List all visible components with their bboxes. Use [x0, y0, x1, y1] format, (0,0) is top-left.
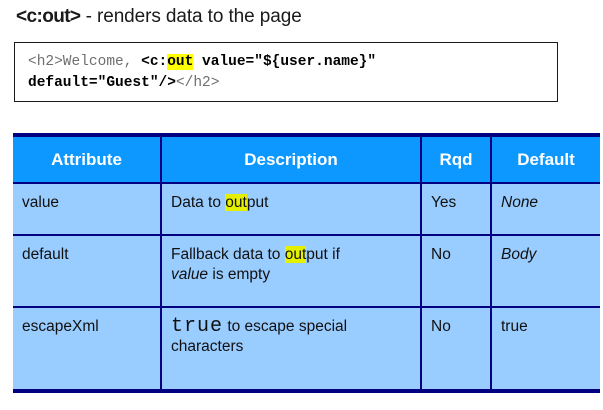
attribute-table: Attribute Description Rqd Default value …	[13, 137, 600, 389]
table-header-row: Attribute Description Rqd Default	[13, 137, 600, 184]
cell-attribute-default: default	[13, 235, 162, 308]
desc-line2-rest: is empty	[208, 266, 271, 283]
code-out-highlight: out	[167, 54, 194, 70]
table-row: value Data to output Yes None	[13, 183, 600, 236]
desc-pre: Fallback data to	[171, 246, 285, 263]
desc-out-highlight: out	[225, 194, 247, 211]
cell-description-default: Fallback data to output if value is empty	[161, 235, 422, 308]
cell-attribute-escapexml: escapeXml	[13, 307, 162, 389]
code-example-box: <h2>Welcome, <c:out value="${user.name}"…	[14, 42, 558, 102]
desc-line2-italic: value	[171, 266, 209, 283]
column-header-default: Default	[491, 137, 600, 184]
column-header-rqd: Rqd	[421, 137, 492, 184]
table-row: default Fallback data to output if value …	[13, 235, 600, 308]
cell-default-value: None	[491, 183, 600, 236]
default-text: Body	[501, 246, 537, 263]
desc-out-highlight: out	[284, 246, 307, 263]
page-title-description: - renders data to the page	[80, 6, 302, 27]
cell-rqd-escapexml: No	[421, 307, 492, 389]
desc-mono-true: true	[171, 315, 224, 338]
code-line2-dim: </h2>	[175, 75, 220, 91]
cell-attribute-value: value	[13, 183, 162, 236]
desc-post: to escape special characters	[171, 318, 348, 355]
desc-pre: Data to	[171, 194, 226, 211]
code-line1-bold-a: <c:	[141, 54, 168, 70]
page-title-tag: <c:out>	[16, 6, 81, 27]
column-header-description: Description	[161, 137, 422, 184]
default-text: None	[501, 194, 539, 211]
column-header-attribute: Attribute	[13, 137, 162, 184]
code-example-text: <h2>Welcome, <c:out value="${user.name}"…	[28, 52, 376, 94]
code-line1-bold-b: value="${user.name}"	[193, 54, 377, 70]
cell-default-default: Body	[491, 235, 600, 308]
code-line2-bold: default="Guest"/>	[28, 75, 176, 91]
page-title: <c:out> - renders data to the page	[16, 6, 302, 28]
table-row: escapeXml true to escape special charact…	[13, 307, 600, 389]
code-line1-prefix: <h2>Welcome,	[28, 54, 142, 70]
cell-description-value: Data to output	[161, 183, 422, 236]
cell-description-escapexml: true to escape special characters	[161, 307, 422, 389]
cell-rqd-value: Yes	[421, 183, 492, 236]
attribute-table-wrapper: Attribute Description Rqd Default value …	[13, 133, 600, 393]
desc-post: put if	[306, 246, 340, 263]
cell-default-escapexml: true	[491, 307, 600, 389]
cell-rqd-default: No	[421, 235, 492, 308]
desc-post: put	[246, 194, 269, 211]
